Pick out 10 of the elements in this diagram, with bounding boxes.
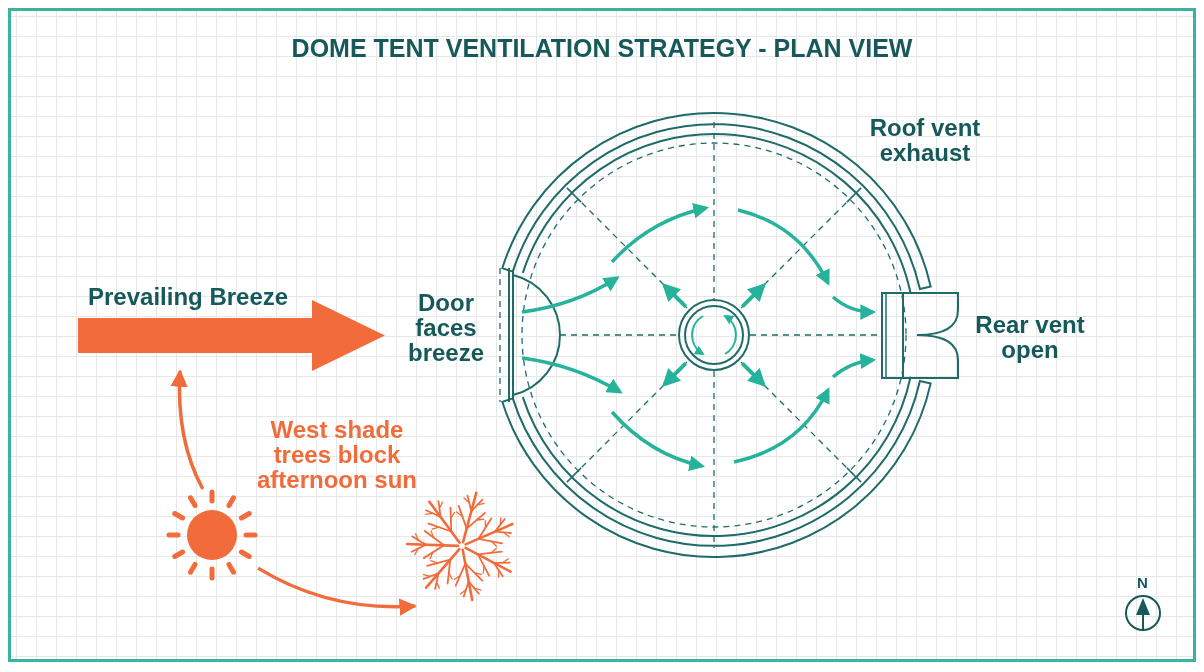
part-label: Rear vent open xyxy=(974,312,1086,362)
tree-caption: West shade trees block afternoon sun xyxy=(256,417,418,492)
arrow-label: Prevailing Breeze xyxy=(88,283,289,311)
north-label: N xyxy=(1137,575,1148,591)
arrow xyxy=(170,369,205,490)
sun-icon xyxy=(166,489,258,581)
arrow xyxy=(257,566,417,616)
part-label: Door faces breeze xyxy=(406,290,485,365)
part-label: Roof vent exhaust xyxy=(868,115,982,165)
diagram-title: DOME TENT VENTILATION STRATEGY - PLAN VIEW xyxy=(291,34,913,62)
